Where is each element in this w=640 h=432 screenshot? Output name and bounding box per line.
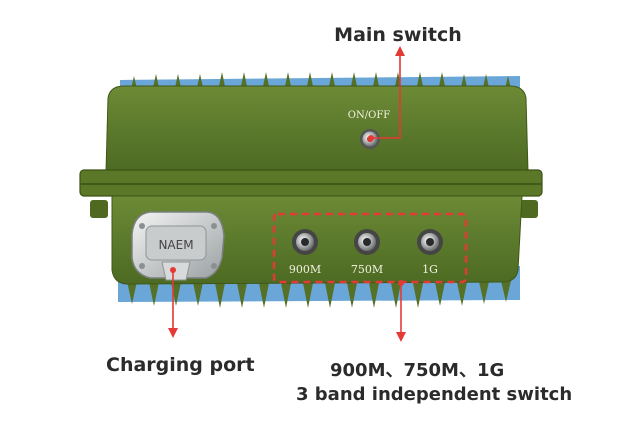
band-switch-label: 1G: [422, 263, 438, 276]
band-switch-900m: 900M: [289, 229, 321, 276]
band-switch-750m: 750M: [351, 229, 383, 276]
callout-band-switch: 3 band independent switch: [296, 384, 573, 405]
side-bolts: [90, 200, 538, 218]
callout-charging-port: Charging port: [106, 354, 255, 376]
charging-port: NAEM: [131, 211, 225, 281]
band-switch-highlight: [272, 212, 468, 284]
upper-housing: [105, 85, 529, 173]
power-switch-label: ON/OFF: [348, 110, 390, 121]
band-switch-label: 900M: [289, 263, 321, 276]
band-switch-label: 750M: [351, 263, 383, 276]
callout-main-switch: Main switch: [334, 24, 462, 46]
connector-brand-text: NAEM: [158, 238, 193, 252]
band-switch-1g: 1G: [417, 229, 443, 276]
callout-band-frequencies: 900M、750M、1G: [330, 360, 505, 381]
callout-lines: [168, 46, 406, 342]
